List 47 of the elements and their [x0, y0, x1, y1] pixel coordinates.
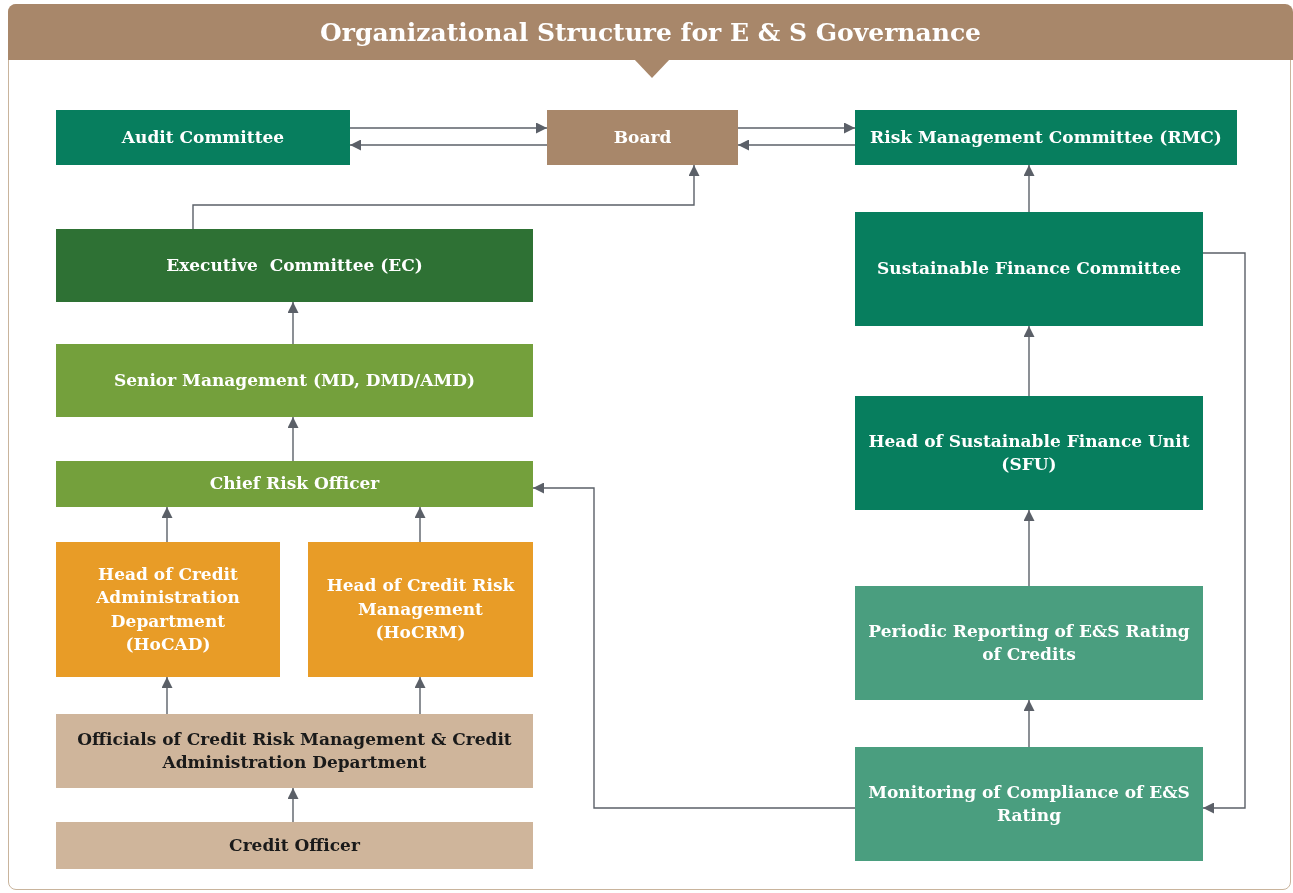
- arrow: [414, 506, 426, 543]
- box-label: Monitoring of Compliance of E&S Rating: [867, 780, 1191, 827]
- arrow: [1023, 325, 1035, 397]
- org-box: [855, 747, 1203, 861]
- arrow: [161, 506, 173, 543]
- box-label: Periodic Reporting of E&S Rating of Credits: [867, 619, 1191, 666]
- box-label: Head of Credit Administration Department (HoCAD): [95, 562, 241, 656]
- arrow: [287, 787, 299, 823]
- box-label: Risk Management Committee (RMC): [870, 125, 1222, 149]
- org-box: [308, 542, 533, 677]
- box-label: Senior Management (MD, DMD/AMD): [113, 368, 476, 392]
- org-box: [56, 822, 533, 869]
- box-label: Board: [613, 125, 672, 149]
- arrow: [192, 164, 700, 230]
- arrow: [532, 482, 856, 809]
- org-box: [56, 542, 280, 677]
- org-box: [855, 212, 1203, 326]
- arrow: [349, 122, 548, 134]
- arrow: [737, 139, 856, 151]
- arrow: [1023, 509, 1035, 587]
- org-box: [855, 396, 1203, 510]
- org-box: [855, 110, 1237, 165]
- title: Organizational Structure for E & S Governance: [319, 17, 982, 47]
- org-box: [56, 110, 350, 165]
- box-label: Chief Risk Officer: [209, 472, 380, 496]
- arrow: [1202, 252, 1246, 814]
- box-label: Sustainable Finance Committee: [877, 257, 1181, 281]
- org-box: [855, 586, 1203, 700]
- org-box: [56, 229, 533, 302]
- box-label: Head of Credit Risk Management (HoCRM): [325, 574, 516, 645]
- org-box: [547, 110, 738, 165]
- arrow: [737, 122, 856, 134]
- box-label: Executive Committee (EC): [166, 253, 423, 277]
- org-box: [56, 461, 533, 507]
- arrow: [287, 416, 299, 462]
- box-label: Credit Officer: [229, 833, 360, 857]
- arrow: [1023, 164, 1035, 213]
- org-box: [56, 714, 533, 788]
- arrow: [414, 676, 426, 715]
- org-box: [56, 344, 533, 417]
- arrow: [161, 676, 173, 715]
- arrow: [1023, 699, 1035, 748]
- box-label: Audit Committee: [121, 125, 285, 149]
- box-label: Officials of Credit Risk Management & Credit Administration Department: [76, 727, 513, 774]
- arrow: [349, 139, 548, 151]
- arrow: [287, 301, 299, 345]
- box-label: Head of Sustainable Finance Unit (SFU): [867, 429, 1191, 476]
